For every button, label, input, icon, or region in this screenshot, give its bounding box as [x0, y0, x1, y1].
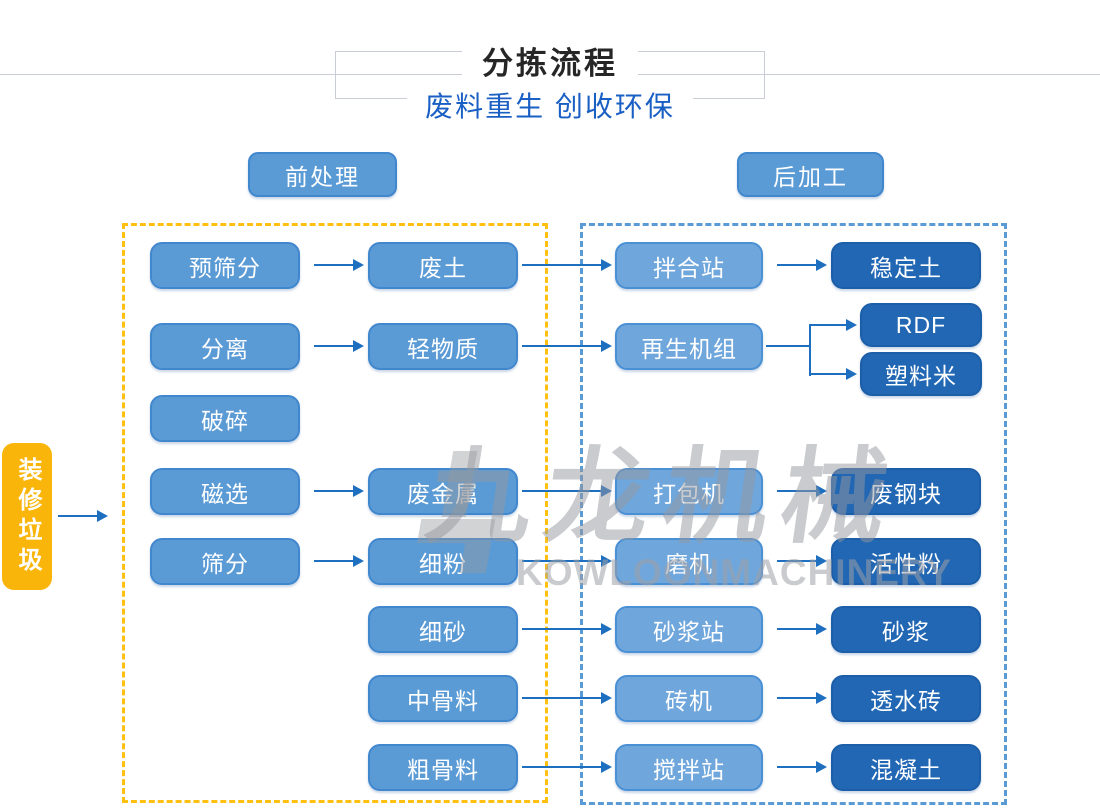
node-fine-powder: 细粉 — [368, 538, 518, 585]
node-stabilized-soil: 稳定土 — [831, 242, 981, 289]
arrow-branch-to-plasticpellets — [809, 368, 857, 380]
arrow-batchingstation-to-concrete — [777, 761, 827, 773]
arrow-lightmaterial-to-recyclingunit — [522, 340, 612, 352]
arrow-finesand-to-mortarstation — [522, 623, 612, 635]
arrow-brickmachine-to-permeablebrick — [777, 692, 827, 704]
node-screening: 筛分 — [150, 538, 300, 585]
node-scrap-steel-block: 废钢块 — [831, 468, 981, 515]
node-light-material: 轻物质 — [368, 323, 518, 370]
node-permeable-brick: 透水砖 — [831, 675, 981, 722]
node-fine-sand: 细砂 — [368, 606, 518, 653]
node-mortar: 砂浆 — [831, 606, 981, 653]
node-recycling-unit: 再生机组 — [615, 323, 763, 370]
node-mixing-station: 拌合站 — [615, 242, 763, 289]
node-scrap-metal: 废金属 — [368, 468, 518, 515]
node-active-powder: 活性粉 — [831, 538, 981, 585]
source-label: 装修垃圾 — [14, 456, 41, 577]
connector-branch-vertical — [809, 324, 811, 376]
section-label-pretreatment: 前处理 — [248, 152, 397, 197]
page-title: 分拣流程 — [462, 38, 638, 83]
pretreatment-container — [122, 223, 548, 803]
node-brick-machine: 砖机 — [615, 675, 763, 722]
arrow-branch-to-rdf — [809, 319, 857, 331]
arrow-wastesoil-to-mixingstation — [522, 259, 612, 271]
node-baler: 打包机 — [615, 468, 763, 515]
node-waste-soil: 废土 — [368, 242, 518, 289]
connector-recyclingunit-branch — [766, 345, 810, 347]
node-rdf: RDF — [860, 303, 982, 347]
arrow-magneticseparation-to-scrapmetal — [314, 485, 364, 497]
arrow-mediumaggregate-to-brickmachine — [522, 692, 612, 704]
arrow-mixingstation-to-stabilizedsoil — [777, 259, 827, 271]
node-magnetic-separation: 磁选 — [150, 468, 300, 515]
node-coarse-aggregate: 粗骨料 — [368, 744, 518, 791]
node-pre-screening: 预筛分 — [150, 242, 300, 289]
node-plastic-pellets: 塑料米 — [860, 352, 982, 396]
arrow-baler-to-scrapsteel — [777, 485, 827, 497]
arrow-coarseaggregate-to-batchingstation — [522, 761, 612, 773]
arrow-source-to-pretreatment — [58, 510, 108, 522]
arrow-separation-to-lightmaterial — [314, 340, 364, 352]
arrow-mill-to-activepowder — [777, 555, 827, 567]
section-label-postprocessing: 后加工 — [737, 152, 884, 197]
arrow-mortarstation-to-mortar — [777, 623, 827, 635]
postprocessing-container — [580, 223, 1007, 805]
node-crushing: 破碎 — [150, 395, 300, 442]
arrow-finepowder-to-mill — [522, 555, 612, 567]
node-concrete: 混凝土 — [831, 744, 981, 791]
arrow-screening-to-finepowder — [314, 555, 364, 567]
node-medium-aggregate: 中骨料 — [368, 675, 518, 722]
source-box-decoration-waste: 装修垃圾 — [2, 443, 52, 590]
node-mortar-station: 砂浆站 — [615, 606, 763, 653]
node-batching-station: 搅拌站 — [615, 744, 763, 791]
node-mill: 磨机 — [615, 538, 763, 585]
page-subtitle: 废料重生 创收环保 — [407, 85, 693, 125]
arrow-prescreening-to-wastesoil — [314, 259, 364, 271]
node-separation: 分离 — [150, 323, 300, 370]
arrow-scrapmetal-to-baler — [522, 485, 612, 497]
